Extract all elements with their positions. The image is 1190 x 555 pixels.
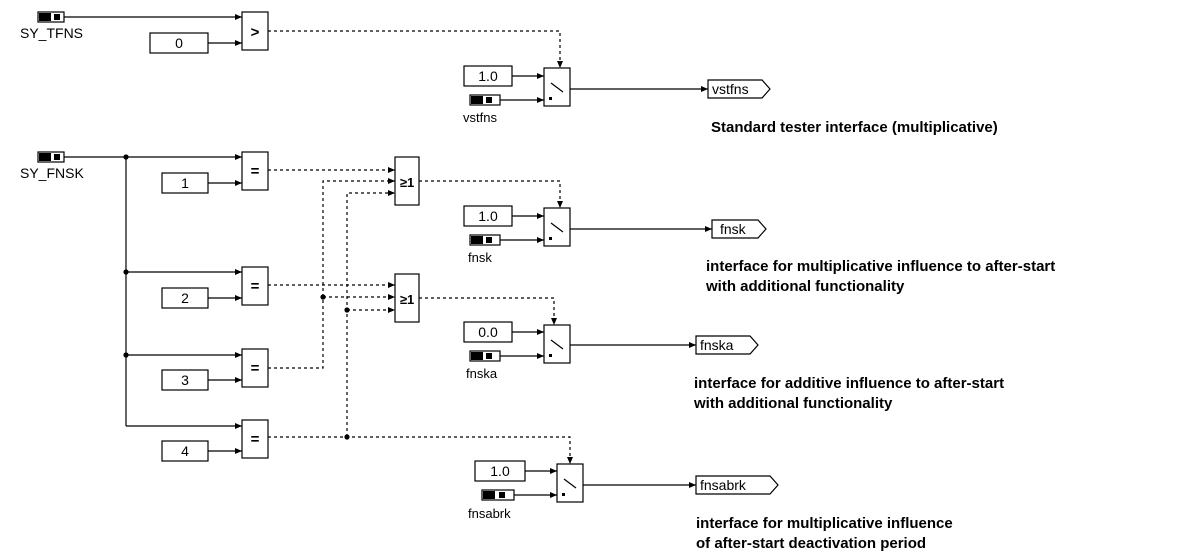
or-block-2[interactable] [394,273,420,323]
output-port-fnska[interactable] [695,335,759,355]
output-port-fnsabrk[interactable] [695,475,779,495]
compare-equal-symbol-1: = [251,163,260,180]
output-port-fnsk[interactable] [711,219,767,239]
const-2-value: 2 [181,290,189,306]
input-label-sy-tfns: SY_TFNS [20,25,83,41]
or-symbol-1: ≥1 [400,175,414,190]
compare-equal-block-4[interactable] [241,419,269,459]
comment-vstfns: Standard tester interface (multiplicativ… [711,119,998,136]
output-label-fnsabrk: fnsabrk [700,477,747,493]
compare-equal-symbol-4: = [251,431,260,448]
param-port-fnsabrk[interactable] [481,489,515,501]
wire-eq4-to-switch-fnsabrk [268,436,573,464]
compare-equal-block-1[interactable] [241,151,269,191]
wire-eq3-to-or1 [268,178,395,369]
comment-fnsabrk-line2: of after-start deactivation period [696,535,926,552]
input-label-sy-fnsk: SY_FNSK [20,165,84,181]
param-port-vstfns[interactable] [469,94,501,106]
comment-fnska-line2: with additional functionality [693,395,893,412]
compare-equal-symbol-3: = [251,360,260,377]
param-label-vstfns: vstfns [463,110,497,125]
const-fnsabrk-value: 1.0 [490,463,510,479]
output-port-vstfns[interactable] [707,79,771,99]
param-label-fnska: fnska [466,366,498,381]
comment-fnsk-line2: with additional functionality [705,278,905,295]
param-port-fnska[interactable] [469,350,501,362]
comment-fnsabrk-line1: interface for multiplicative influence [696,515,953,532]
switch-block-fnsk[interactable] [543,207,571,247]
param-port-fnsk[interactable] [469,234,501,246]
const-vstfns-value: 1.0 [478,68,498,84]
input-port-sy-fnsk[interactable] [37,151,65,163]
wire-or1-to-switch-fnsk [419,180,563,208]
const-1-value: 1 [181,175,189,191]
compare-equal-block-3[interactable] [241,348,269,388]
comment-fnska-line1: interface for additive influence to afte… [694,375,1004,392]
comment-fnsk-line1: interface for multiplicative influence t… [706,258,1055,275]
wire-or2-to-switch-fnska [419,297,557,325]
output-label-vstfns: vstfns [712,81,749,97]
param-label-fnsk: fnsk [468,250,492,265]
const-0-value: 0 [175,35,183,51]
input-port-sy-tfns[interactable] [37,11,65,23]
or-symbol-2: ≥1 [400,292,414,307]
param-label-fnsabrk: fnsabrk [468,506,511,521]
const-3-value: 3 [181,372,189,388]
const-fnsk-value: 1.0 [478,208,498,224]
wire-compare-to-switch-vstfns [268,30,563,68]
wire-eq4-to-or1 [346,190,395,437]
const-fnska-value: 0.0 [478,324,498,340]
compare-greater-symbol: > [251,24,260,41]
wire-sy-fnsk-bus [64,156,127,426]
switch-block-fnska[interactable] [543,324,571,364]
compare-equal-block-2[interactable] [241,266,269,306]
compare-equal-symbol-2: = [251,278,260,295]
const-4-value: 4 [181,443,189,459]
switch-block-fnsabrk[interactable] [556,463,584,503]
output-label-fnsk: fnsk [720,221,747,237]
output-label-fnska: fnska [700,337,734,353]
switch-block-vstfns[interactable] [543,67,571,107]
